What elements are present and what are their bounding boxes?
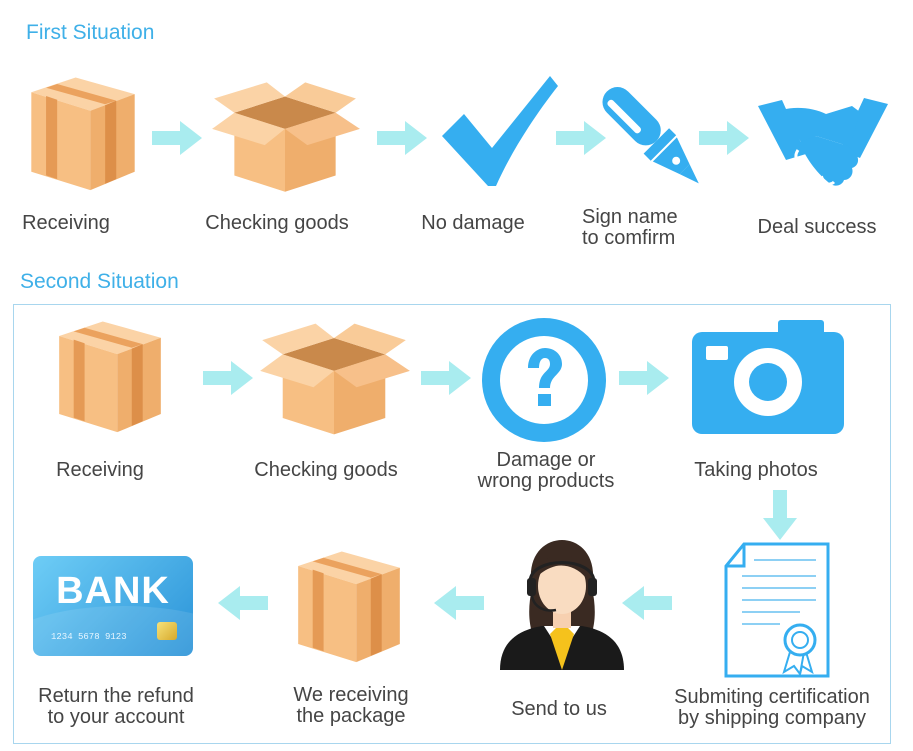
step-label: Damage or wrong products xyxy=(477,449,615,492)
step-label: We receiving the package xyxy=(293,684,409,727)
second-situation-frame xyxy=(13,304,891,744)
open-box-icon xyxy=(254,317,414,437)
closed-box-icon xyxy=(287,546,411,664)
arrow-left-icon xyxy=(622,586,672,620)
step-label: Receiving xyxy=(22,212,110,234)
bank-card-brand: BANK xyxy=(56,570,170,612)
certificate-icon xyxy=(720,540,832,680)
bank-card-number: 1234 5678 9123 xyxy=(51,632,127,642)
closed-box-icon xyxy=(21,72,145,192)
pen-icon xyxy=(592,80,708,192)
arrow-left-icon xyxy=(434,586,484,620)
arrow-right-icon xyxy=(203,361,253,395)
arrow-right-icon xyxy=(377,121,427,155)
first-situation-title: First Situation xyxy=(26,21,155,44)
open-box-icon xyxy=(206,76,364,194)
handshake-icon xyxy=(756,96,890,192)
step-label: Send to us xyxy=(511,698,607,720)
step-label: Taking photos xyxy=(694,459,818,481)
card-chip-icon xyxy=(157,622,177,640)
closed-box-icon xyxy=(48,316,172,434)
arrow-right-icon xyxy=(619,361,669,395)
arrow-right-icon xyxy=(421,361,471,395)
bank-card-icon: BANK 1234 5678 9123 xyxy=(33,556,193,656)
step-label: No damage xyxy=(421,212,525,234)
checkmark-icon xyxy=(440,74,560,190)
arrow-down-icon xyxy=(763,490,797,540)
camera-icon xyxy=(692,320,844,434)
step-label: Return the refund to your account xyxy=(38,685,194,728)
arrow-left-icon xyxy=(218,586,268,620)
second-situation-title: Second Situation xyxy=(20,270,179,293)
arrow-right-icon xyxy=(152,121,202,155)
step-label: Sign name to comfirm xyxy=(582,206,678,249)
question-icon xyxy=(482,318,606,442)
arrow-right-icon xyxy=(699,121,749,155)
step-label: Checking goods xyxy=(254,459,398,481)
step-label: Checking goods xyxy=(205,212,349,234)
step-label: Submiting certification by shipping comp… xyxy=(674,686,870,729)
support-agent-icon xyxy=(500,534,624,670)
step-label: Receiving xyxy=(56,459,144,481)
step-label: Deal success xyxy=(757,216,877,238)
